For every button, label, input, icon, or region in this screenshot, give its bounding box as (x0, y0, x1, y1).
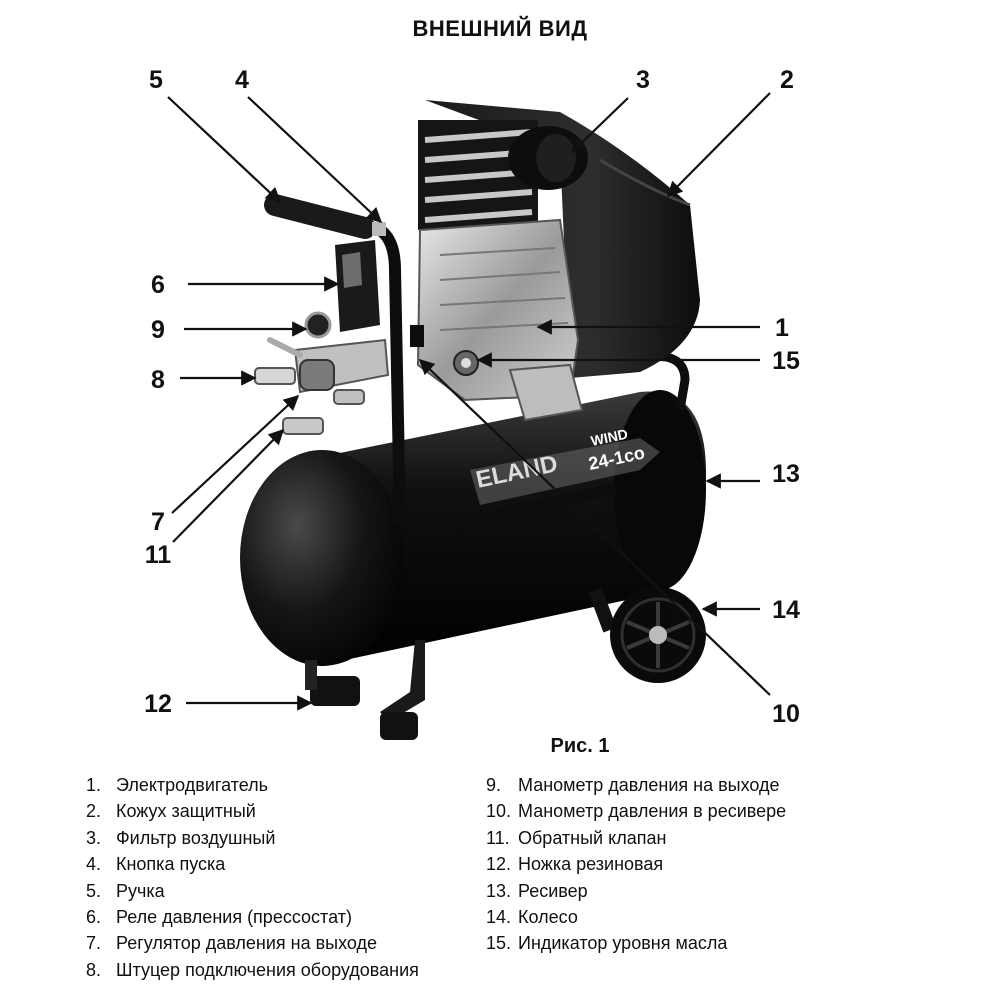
rubber-feet (305, 640, 425, 740)
legend-num: 3. (86, 827, 102, 848)
legend-text: Индикатор уровня масла (518, 933, 728, 954)
legend-item: 12. Ножка резиновая (486, 851, 986, 877)
callout-9: 9 (151, 316, 165, 344)
legend-item: 4. Кнопка пуска (86, 851, 486, 877)
legend-num: 14. (486, 907, 512, 928)
callout-6: 6 (151, 271, 165, 299)
legend-num: 10. (486, 801, 512, 822)
legend-text: Реле давления (прессостат) (116, 907, 352, 928)
protective-cover (425, 100, 700, 378)
legend-num: 9. (486, 775, 502, 795)
legend-item: 9. Манометр давления на выходе (486, 772, 986, 798)
leader-line-5 (167, 96, 282, 204)
motor-housing (416, 218, 584, 422)
leader-line-11 (172, 428, 285, 543)
legend-item: 3. Фильтр воздушный (86, 825, 486, 851)
callout-8: 8 (151, 366, 165, 394)
callout-14: 14 (772, 596, 800, 624)
legend-text: Электродвигатель (116, 775, 269, 795)
legend-item: 2. Кожух защитный (86, 798, 486, 824)
legend-num: 6. (86, 907, 102, 928)
legend-text: Ресивер (518, 880, 588, 901)
figure-caption: Рис. 1 (550, 735, 610, 757)
compressor-diagram: ELAND WIND 24-1co AIR COMPRESSOR (144, 66, 800, 740)
leader-line-4 (247, 96, 383, 224)
callout-13: 13 (772, 460, 800, 488)
legend-text: Кнопка пуска (116, 854, 226, 875)
legend-num: 8. (86, 959, 102, 980)
legend-item: 6. Реле давления (прессостат) (86, 904, 486, 930)
callout-4: 4 (235, 66, 249, 94)
legend-text: Ножка резиновая (518, 854, 664, 875)
legend-text: Штуцер подключения оборудования (116, 959, 419, 980)
legend-text: Манометр давления в ресивере (518, 801, 787, 822)
legend-num: 1. (86, 775, 102, 795)
legend-item: 1. Электродвигатель (86, 772, 486, 798)
legend-text: Фильтр воздушный (116, 827, 276, 848)
legend-item: 5. Ручка (86, 878, 486, 904)
legend-num: 7. (86, 933, 102, 954)
callout-12: 12 (144, 690, 172, 718)
leader-line-10 (418, 358, 771, 696)
legend-text: Регулятор давления на выходе (116, 933, 378, 954)
legend-right: 9. Манометр давления на выходе 10. Маномет… (486, 772, 986, 957)
pressure-switch (335, 222, 386, 332)
legend-text: Кожух защитный (116, 801, 256, 822)
legend-item: 15. Индикатор уровня масла (486, 930, 986, 956)
legend-num: 12. (486, 854, 512, 875)
legend-item: 7. Регулятор давления на выходе (86, 930, 486, 956)
legend-num: 13. (486, 880, 512, 901)
legend-num: 5. (86, 880, 102, 901)
legend-item: 14. Колесо (486, 904, 986, 930)
legend-num: 4. (86, 854, 102, 875)
legend-num: 15. (486, 933, 512, 954)
callout-5: 5 (149, 66, 163, 94)
air-filter (508, 126, 588, 190)
callout-2: 2 (780, 66, 794, 94)
legend-text: Манометр давления на выходе (518, 775, 780, 795)
legend-item: 11. Обратный клапан (486, 825, 986, 851)
leader-line-7 (171, 394, 300, 514)
legend-item: 10. Манометр давления в ресивере (486, 798, 986, 824)
leader-line-3 (570, 97, 629, 154)
legend-left: 1. Электродвигатель 2. Кожух защитный 3. Фи… (86, 772, 486, 983)
brand-model-line1: WIND (589, 426, 629, 449)
legend-item: 13. Ресивер (486, 878, 986, 904)
callout-15: 15 (772, 347, 800, 375)
legend-num: 2. (86, 801, 102, 822)
callout-11: 11 (145, 541, 172, 569)
callout-numbers: 1 2 3 4 5 6 7 8 9 10 11 12 13 14 15 (144, 66, 800, 728)
callout-3: 3 (636, 66, 650, 94)
legend-num: 11. (486, 827, 510, 848)
legend-text: Ручка (116, 880, 165, 901)
outlet-manifold (254, 311, 424, 435)
legend-text: Колесо (518, 907, 578, 928)
leader-lines (167, 92, 771, 711)
page-title: ВНЕШНИЙ ВИД (412, 16, 588, 41)
callout-7: 7 (151, 508, 165, 536)
callout-10: 10 (772, 700, 800, 728)
leader-line-2 (666, 92, 771, 198)
legend-item: 8. Штуцер подключения оборудования (86, 957, 486, 983)
callout-1: 1 (775, 314, 789, 342)
legend-text: Обратный клапан (518, 827, 667, 848)
